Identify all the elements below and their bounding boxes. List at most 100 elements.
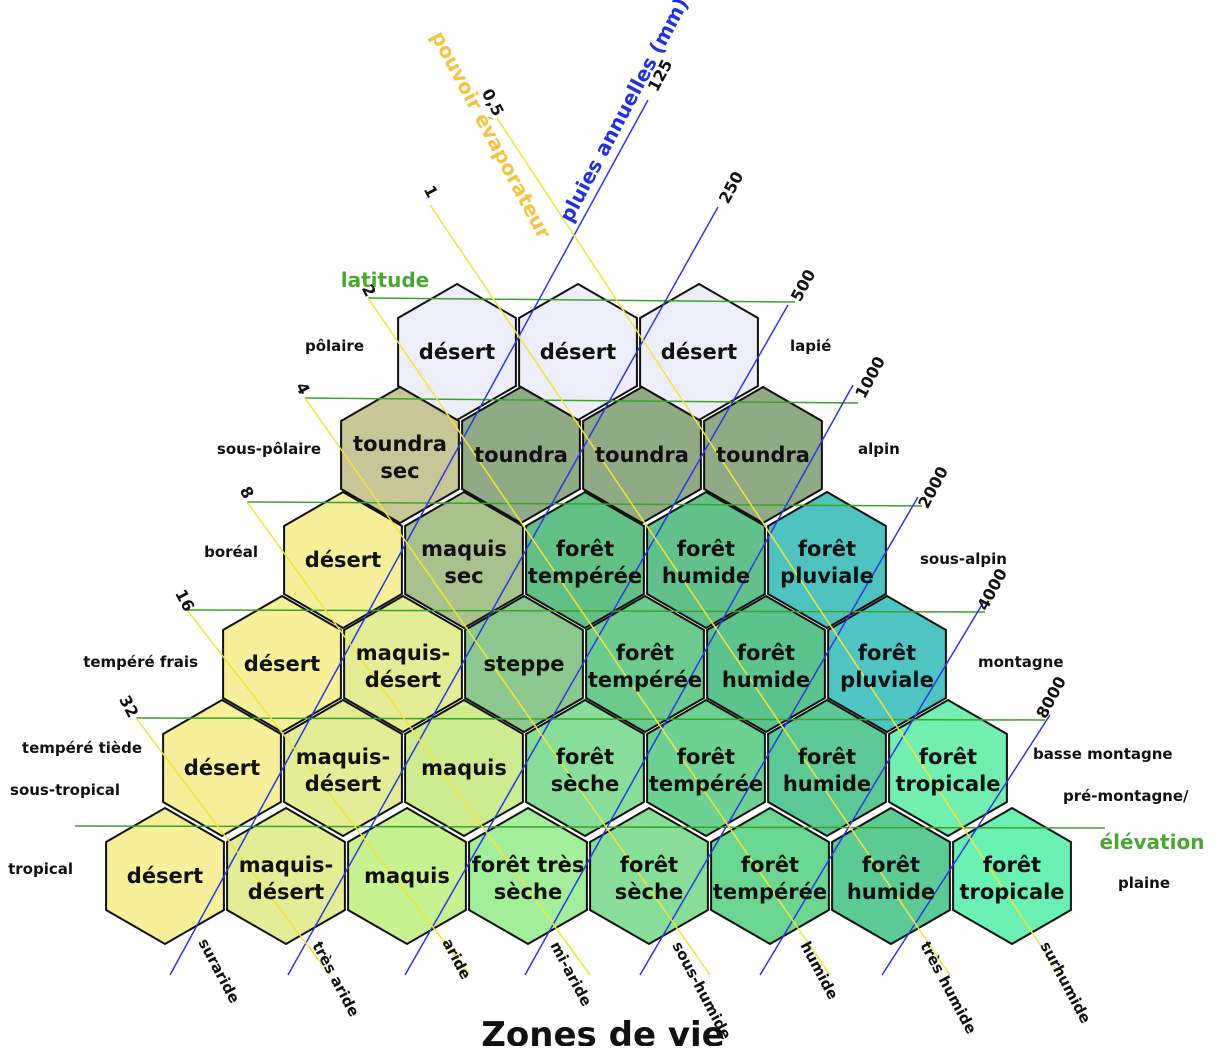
humidity-province-label: surhumide xyxy=(1036,938,1094,1026)
evaporation-axis-title: pouvoir évaporateur xyxy=(426,27,556,243)
zone-name-line1: maquis- xyxy=(296,745,390,769)
life-zone-hexagon xyxy=(525,698,645,838)
life-zone-hexagon xyxy=(468,806,588,946)
latitude-zone-label: tempéré tiède xyxy=(22,739,142,757)
zone-name: maquis xyxy=(421,756,507,780)
rainfall-tick-label: 4000 xyxy=(973,565,1011,613)
zone-name-line1: maquis xyxy=(421,537,507,561)
zone-name: maquis xyxy=(364,864,450,888)
evaporation-line xyxy=(186,609,471,976)
humidity-province-label: suraride xyxy=(194,935,243,1006)
latitude-line xyxy=(304,397,859,404)
elevation-zone-label: montagne xyxy=(978,653,1064,671)
zone-name-line2: désert xyxy=(248,880,324,904)
life-zone-hexagon xyxy=(706,594,826,734)
zone-name: désert xyxy=(540,340,616,364)
evaporation-line xyxy=(304,397,711,976)
rainfall-line xyxy=(881,714,1051,976)
hexagon-grid xyxy=(105,282,1072,946)
rainfall-tick-label: 1000 xyxy=(851,353,889,401)
life-zone-hexagon xyxy=(888,698,1008,838)
zone-name-line1: forêt xyxy=(741,853,799,877)
latitude-zone-label: tropical xyxy=(8,860,73,878)
elevation-zone-label: sous-alpin xyxy=(920,550,1007,568)
rainfall-line xyxy=(524,384,854,976)
zone-name-line2: désert xyxy=(305,772,381,796)
evaporation-tick-label: 32 xyxy=(115,692,142,721)
life-zone-hexagon xyxy=(831,806,951,946)
zone-name-line1: toundra xyxy=(353,432,447,456)
evaporation-tick-label: 1 xyxy=(420,182,442,201)
zone-name-line2: sec xyxy=(444,564,483,588)
rainfall-line xyxy=(287,206,719,976)
evaporation-line xyxy=(496,117,1061,976)
humidity-province-label: très humide xyxy=(916,938,980,1036)
zone-name: toundra xyxy=(595,443,689,467)
zone-name: désert xyxy=(305,548,381,572)
latitude-zone-label: boréal xyxy=(204,543,258,561)
latitude-axis-title: latitude xyxy=(341,268,429,292)
zone-name-line2: tropicale xyxy=(895,772,1000,796)
zone-name-line1: forêt xyxy=(556,745,614,769)
zone-name-line1: forêt xyxy=(983,853,1041,877)
zone-name-line2: sèche xyxy=(551,772,619,796)
elevation-axis-title: élévation xyxy=(1100,830,1205,854)
life-zone-hexagon xyxy=(343,594,463,734)
zone-name-line2: humide xyxy=(662,564,750,588)
life-zone-hexagon xyxy=(767,490,887,630)
life-zone-hexagon xyxy=(767,698,887,838)
zone-name-line2: désert xyxy=(365,668,441,692)
zone-name-line2: tempérée xyxy=(588,668,702,692)
zone-name-line1: maquis- xyxy=(239,853,333,877)
elevation-zone-label: pré-montagne/ xyxy=(1063,787,1189,805)
life-zone-hexagon xyxy=(525,490,645,630)
life-zone-hexagon xyxy=(404,698,524,838)
zone-name-line1: forêt xyxy=(919,745,977,769)
elevation-zone-label: lapié xyxy=(790,337,831,355)
zone-name: désert xyxy=(244,652,320,676)
life-zone-hexagon xyxy=(585,594,705,734)
humidity-province-label: très aride xyxy=(308,938,363,1019)
latitude-line xyxy=(367,297,796,303)
life-zone-hexagon xyxy=(952,806,1072,946)
zone-name-line2: sèche xyxy=(494,880,562,904)
elevation-zone-label: plaine xyxy=(1118,874,1170,892)
zone-name-line1: maquis- xyxy=(356,641,450,665)
life-zone-hexagon xyxy=(582,385,702,525)
zone-name-line1: forêt xyxy=(798,745,856,769)
rainfall-tick-label: 8000 xyxy=(1032,673,1070,721)
zone-name-line1: forêt xyxy=(677,537,735,561)
elevation-zone-label: basse montagne xyxy=(1033,745,1173,763)
evaporation-line xyxy=(246,501,591,976)
life-zone-hexagon xyxy=(105,806,225,946)
zone-name-line1: forêt xyxy=(677,745,735,769)
zone-name: toundra xyxy=(474,443,568,467)
elevation-zone-label: alpin xyxy=(858,440,900,458)
latitude-zone-label: tempéré frais xyxy=(83,653,198,671)
zone-name-line2: pluviale xyxy=(840,668,934,692)
zone-name-line2: humide xyxy=(783,772,871,796)
zone-name: toundra xyxy=(716,443,810,467)
zone-name-line1: forêt xyxy=(620,853,678,877)
life-zone-hexagon xyxy=(283,698,403,838)
zone-name: désert xyxy=(184,756,260,780)
rainfall-line xyxy=(759,602,984,976)
evaporation-line xyxy=(429,204,951,976)
zone-name-line2: sec xyxy=(380,459,419,483)
latitude-zone-label: pôlaire xyxy=(305,337,364,355)
latitude-zone-label: sous-tropical xyxy=(10,781,120,799)
zone-name-line2: tempérée xyxy=(649,772,763,796)
zone-name-line2: humide xyxy=(847,880,935,904)
rainfall-axis-title: pluies annuelles (mm) xyxy=(554,0,693,226)
rainfall-line xyxy=(639,496,919,976)
evaporation-tick-label: 4 xyxy=(292,379,314,398)
zone-name-line1: forêt xyxy=(862,853,920,877)
latitude-line xyxy=(74,825,1106,829)
zone-name: désert xyxy=(661,340,737,364)
zone-name-line1: forêt xyxy=(616,641,674,665)
life-zone-hexagon xyxy=(226,806,346,946)
zone-name: désert xyxy=(127,864,203,888)
zone-name-line1: forêt xyxy=(556,537,614,561)
evaporation-line xyxy=(367,297,831,976)
